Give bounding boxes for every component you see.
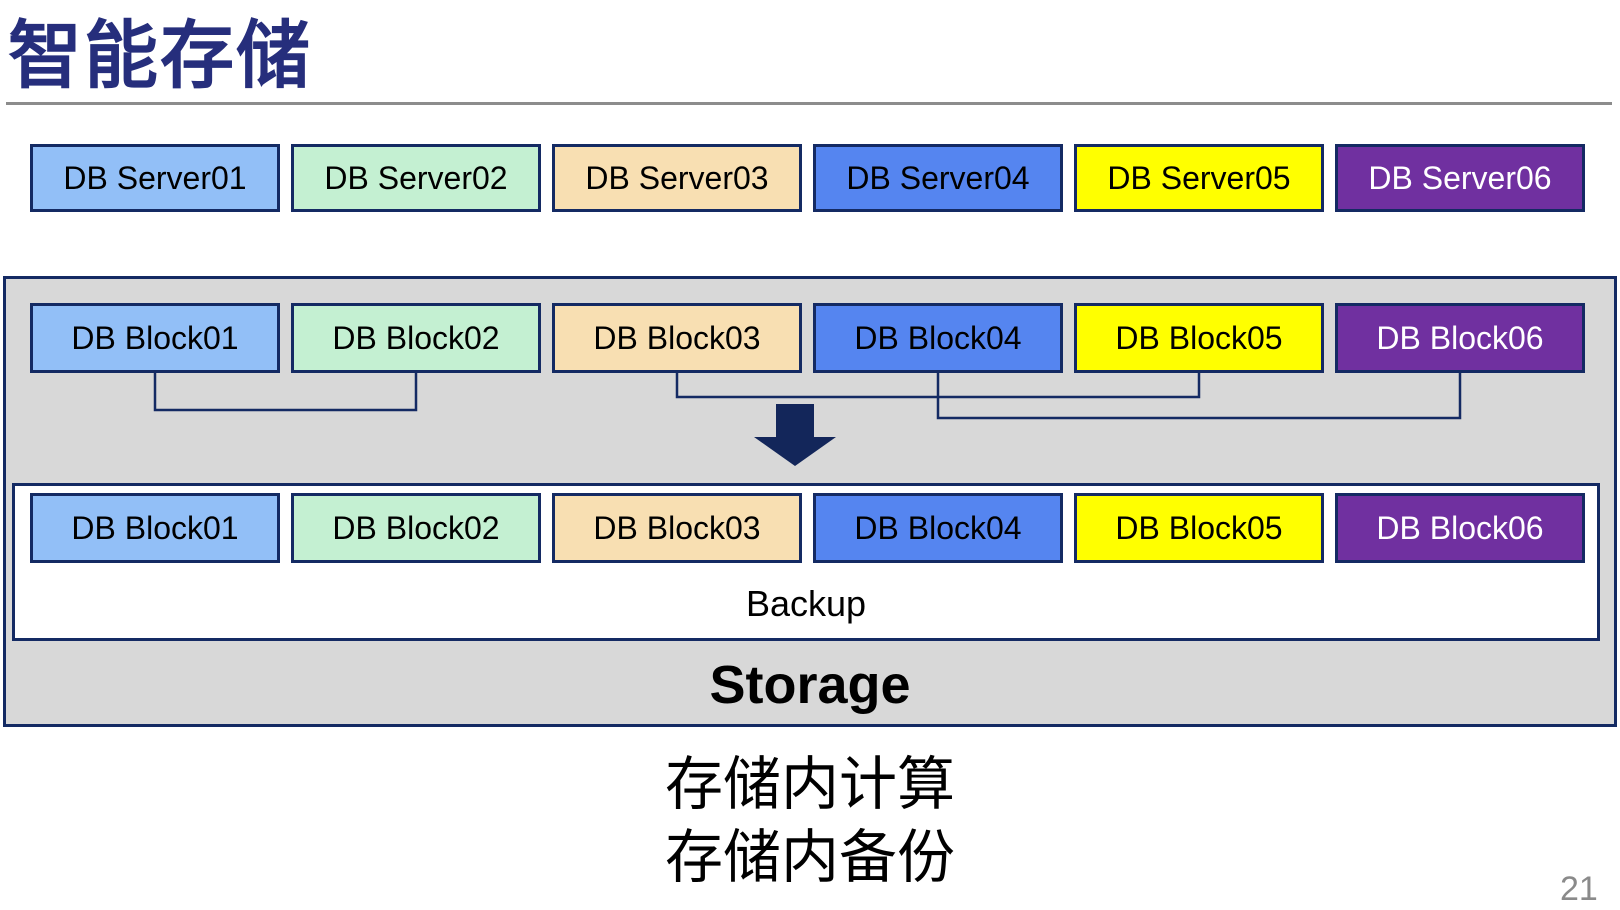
block-top-4: DB Block04 xyxy=(813,303,1063,373)
server-box-6: DB Server06 xyxy=(1335,144,1585,212)
block-bottom-6: DB Block06 xyxy=(1335,493,1585,563)
block-top-6: DB Block06 xyxy=(1335,303,1585,373)
block-bottom-3: DB Block03 xyxy=(552,493,802,563)
caption: 存储内计算 存储内备份 xyxy=(0,748,1620,894)
page-number: 21 xyxy=(1560,870,1598,908)
block-bottom-2: DB Block02 xyxy=(291,493,541,563)
title-divider xyxy=(6,102,1612,105)
block-top-3: DB Block03 xyxy=(552,303,802,373)
block-bottom-1: DB Block01 xyxy=(30,493,280,563)
storage-label: Storage xyxy=(709,655,911,715)
page-title: 智能存储 xyxy=(8,14,312,97)
block-top-2: DB Block02 xyxy=(291,303,541,373)
server-box-5: DB Server05 xyxy=(1074,144,1324,212)
server-box-1: DB Server01 xyxy=(30,144,280,212)
block-top-1: DB Block01 xyxy=(30,303,280,373)
caption-line-2: 存储内备份 xyxy=(664,825,955,890)
server-box-3: DB Server03 xyxy=(552,144,802,212)
caption-line-1: 存储内计算 xyxy=(664,752,955,817)
backup-label: Backup xyxy=(745,583,867,624)
server-box-4: DB Server04 xyxy=(813,144,1063,212)
block-bottom-5: DB Block05 xyxy=(1074,493,1324,563)
block-top-5: DB Block05 xyxy=(1074,303,1324,373)
block-bottom-4: DB Block04 xyxy=(813,493,1063,563)
server-box-2: DB Server02 xyxy=(291,144,541,212)
